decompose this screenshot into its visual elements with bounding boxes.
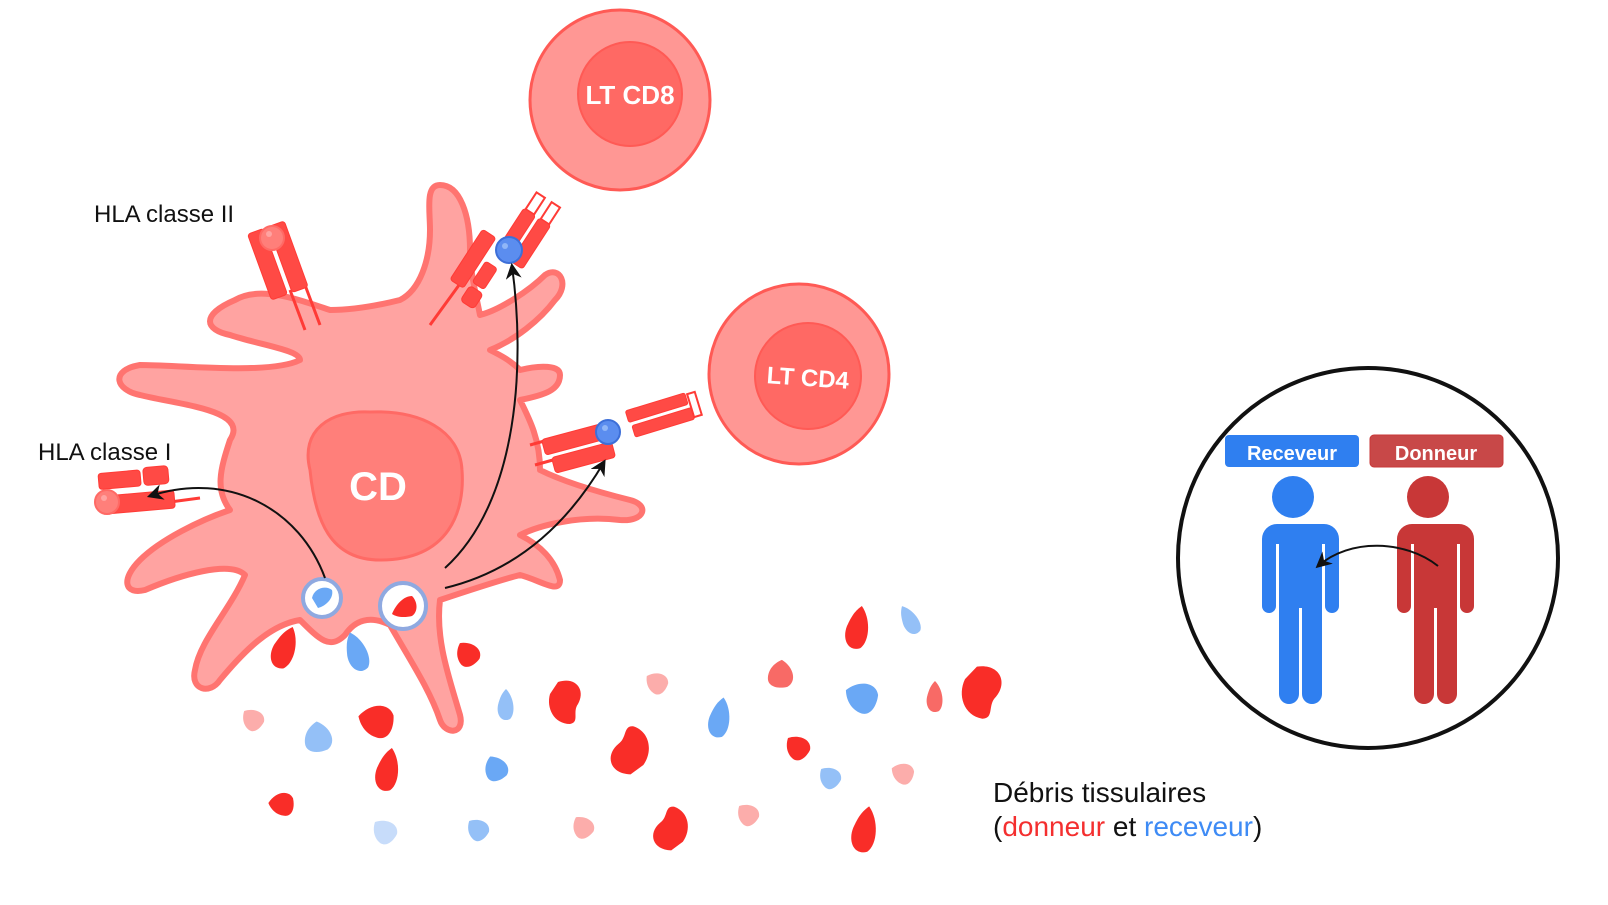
transfer-arrow	[1315, 544, 1439, 569]
debris-fragment	[901, 606, 921, 635]
debris-fragment	[573, 817, 595, 839]
hla-class-1-molecule	[94, 465, 201, 515]
nucleus	[306, 410, 464, 562]
debris-fragment	[610, 726, 649, 775]
hla-class-2-molecule	[247, 221, 322, 331]
debris-fragment	[767, 659, 794, 688]
arrow-to-cd4-mhc	[444, 459, 606, 589]
dendritic-cell: CD	[116, 182, 646, 734]
lt-cd8-cell: LT CD8	[528, 8, 712, 192]
antigen-bead	[495, 236, 523, 264]
donor-badge	[1369, 434, 1504, 468]
debris-fragment	[457, 642, 481, 667]
debris-fragment	[346, 632, 370, 671]
donor-person-icon	[1397, 476, 1474, 704]
legend-line-1: Débris tissulaires	[993, 777, 1207, 808]
endosome-recipient	[301, 577, 343, 619]
debris-fragment	[786, 736, 811, 761]
debris-fragment	[304, 721, 333, 753]
debris-legend: Débris tissulaires (donneur et receveur)	[993, 776, 1262, 844]
debris-fragment	[891, 763, 915, 785]
lt-cd8-label: LT CD8	[585, 80, 674, 110]
legend-line-2: (donneur et receveur)	[993, 810, 1262, 844]
antigen-bead-cd4	[595, 419, 621, 445]
debris-fragment	[708, 697, 730, 738]
debris-fragment	[268, 792, 294, 816]
arrow-to-hla-class-1	[146, 484, 326, 579]
debris-fragment	[373, 820, 398, 845]
debris-fragment	[738, 804, 760, 827]
legend-donor-word: donneur	[1002, 811, 1106, 842]
hla-class-2-label: HLA classe II	[94, 201, 234, 228]
lt-cd4-cell: LT CD4	[707, 282, 891, 466]
debris-fragment	[375, 747, 399, 791]
recipient-person-icon	[1262, 476, 1339, 704]
debris-fragment	[820, 767, 842, 790]
lt-cd4-label: LT CD4	[766, 362, 851, 395]
debris-fragment	[243, 709, 265, 732]
debris-fragment	[646, 673, 669, 695]
debris-fragment	[485, 756, 509, 782]
mhc-cd8-complex	[428, 229, 523, 326]
arrow-to-cd8-mhc	[444, 262, 522, 569]
debris-fragment	[845, 605, 869, 649]
debris-fragment	[497, 689, 514, 721]
recipient-badge	[1225, 435, 1359, 467]
tissue-debris	[243, 605, 1002, 853]
inset-donor-recipient: Receveur Donneur	[1176, 366, 1560, 750]
legend-recipient-word: receveur	[1144, 811, 1253, 842]
debris-fragment	[926, 681, 943, 713]
legend-paren-open: (	[993, 811, 1003, 842]
debris-fragment	[548, 680, 581, 724]
debris-fragment	[961, 666, 1002, 719]
debris-fragment	[653, 806, 688, 851]
recipient-label: Receveur	[1247, 443, 1337, 465]
endosome-donor	[378, 581, 428, 631]
donor-label: Donneur	[1395, 443, 1477, 465]
legend-paren-close: )	[1252, 811, 1263, 842]
debris-fragment	[845, 683, 879, 714]
debris-fragment	[468, 819, 490, 842]
debris-fragment	[358, 705, 394, 739]
hla-class-1-label: HLA classe I	[38, 439, 171, 466]
debris-fragment	[270, 626, 296, 669]
mhc-cd4-complex	[529, 390, 704, 473]
legend-and: et	[1105, 811, 1145, 842]
cd-label: CD	[349, 465, 407, 509]
debris-fragment	[851, 806, 876, 853]
